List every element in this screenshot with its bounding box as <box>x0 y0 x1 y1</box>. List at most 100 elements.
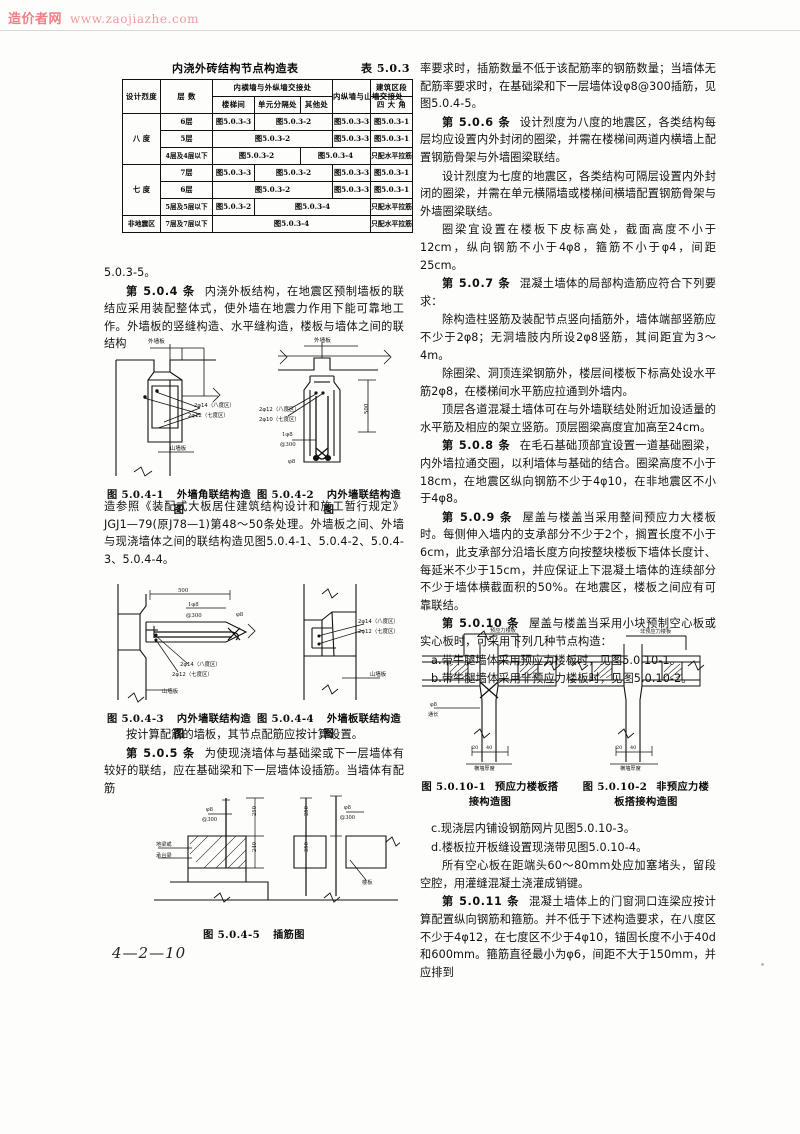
paragraph-503-5-cont: 5.0.3-5。 <box>104 266 156 279</box>
cell-corner: 图5.0.3-1 <box>370 164 414 182</box>
svg-text:2φ12（八度区）: 2φ12（八度区） <box>259 405 300 413</box>
clause-505-body: 为使现浇墙体与基础梁或下一层墙体有较好的联结，应在基础梁和下一层墙体设插筋。当墙… <box>104 746 404 795</box>
svg-text:240: 240 <box>252 842 258 852</box>
caption-5-0-4-2: 图 5.0.4-2 内外墙联结构造图 <box>254 486 404 516</box>
cell-floors: 7层及7层以下 <box>160 215 213 233</box>
clause-number-5011: 第 5.0.11 条 <box>442 895 520 909</box>
svg-text:20: 20 <box>616 745 622 751</box>
cell-stair: 图5.0.3-3 <box>212 164 255 182</box>
caption-5-0-4-3: 图 5.0.4-3 内外墙联结构造图 <box>104 710 254 740</box>
table-5-0-3-block: 内浇外砖结构节点构造表 表 5.0.3 设计烈度 层 数 内横墙与外纵墙交接处 … <box>122 60 414 233</box>
svg-text:2φ10（七度区）: 2φ10（七度区） <box>259 415 300 423</box>
svg-text:φ8: φ8 <box>288 459 296 465</box>
svg-text:250: 250 <box>252 806 258 816</box>
right-column-text-top: 率要求时，插筋数量不低于该配筋率的钢筋数量；当墙体无配筋率要求时，在基础梁和下一… <box>420 60 716 689</box>
svg-text:山墙板: 山墙板 <box>162 687 179 695</box>
caption-text-line1: 预应力楼板搭 <box>494 782 559 793</box>
paragraph-507-b: 除圈梁、洞顶连梁钢筋外，楼层间楼板下标高处设水平筋2φ8，在楼梯间水平筋应拉通到… <box>420 367 716 398</box>
clause-508-body: 在毛石基础顶部宜设置一道基础圈梁，内外墙拉通交圈，以利墙体与基础的结合。圈梁高度… <box>420 439 717 506</box>
left-column-text-lower: 按计算配筋的墙板，其节点配筋应按计算设置。 第 5.0.5 条为使现浇墙体与基础… <box>104 726 404 798</box>
cell-floors: 5层及5层以下 <box>160 198 213 216</box>
paragraph-ring-beam: 圈梁宜设置在楼板下皮标高处，截面高度不小于12cm，纵向钢筋不小于4φ8，箍筋不… <box>420 223 716 272</box>
caption-text: 外墙板联结构造图 <box>323 714 402 740</box>
figure-caption-row-2: 图 5.0.4-3 内外墙联结构造图 图 5.0.4-4 外墙板联结构造图 <box>104 710 404 740</box>
cell-corner: 图5.0.3-1 <box>370 130 414 148</box>
clause-number-509: 第 5.0.9 条 <box>442 510 513 524</box>
cell-corner: 图5.0.3-1 <box>370 181 414 199</box>
caption-text-line2: 板搭接构造图 <box>614 797 678 808</box>
caption-text-line1: 非预应力楼 <box>656 782 710 793</box>
cell-corner: 只配水平拉筋 <box>370 215 414 233</box>
svg-text:2φ14（八度区）: 2φ14（八度区） <box>180 660 221 668</box>
paragraph-clause-506: 第 5.0.6 条设计烈度为八度的地震区，各类结构每层均应设置内外封闭的圈梁，并… <box>420 114 716 167</box>
construction-node-table: 设计烈度 层 数 内横墙与外纵墙交接处 内纵墙与山墙交接处 建筑区段 楼梯间 单… <box>122 79 414 233</box>
figure-5-0-10-1: 预应力楼板 φ8 通长 20 40 横墙厚度 <box>422 622 564 772</box>
clause-number-507: 第 5.0.7 条 <box>442 277 511 291</box>
cell-floors: 5层 <box>160 130 213 148</box>
paragraph-clause-509: 第 5.0.9 条屋盖与楼盖当采用整间预应力大楼板时。每侧伸入墙内的支承部分不少… <box>420 509 716 615</box>
cell-unit: 图5.0.3-2 <box>253 113 334 131</box>
svg-text:横墙厚度: 横墙厚度 <box>474 764 495 772</box>
svg-text:外墙板: 外墙板 <box>148 337 165 345</box>
svg-text:山墙板: 山墙板 <box>370 670 387 678</box>
cell-stair: 图5.0.3-2 <box>212 198 255 216</box>
svg-text:横墙厚度: 横墙厚度 <box>620 764 641 772</box>
paragraph-504-cont: 造参照《装配式大板居住建筑结构设计和施工暂行规定》JGJ1—79(原J78—1)… <box>104 500 404 566</box>
cell-gable: 图5.0.3-3 <box>332 181 372 199</box>
clause-5011-body: 混凝土墙体上的门窗洞口连梁应按计算配置纵向钢筋和箍筋。并不低于下述构造要求，在八… <box>420 895 716 979</box>
scan-artifact-dot <box>761 963 764 966</box>
svg-text:1φ8: 1φ8 <box>282 432 293 438</box>
svg-text:φ8: φ8 <box>430 702 437 708</box>
svg-text:250: 250 <box>304 806 310 816</box>
list-item-b: b.带牛腿墙体采用非预应力楼板时，见图5.0.10-2。 <box>431 672 693 686</box>
watermark-site-name: 造价者网 <box>8 12 63 27</box>
cell-corner: 只配水平拉筋 <box>370 198 414 216</box>
svg-text:1φ8: 1φ8 <box>188 602 199 608</box>
cell-stair: 图5.0.3-2 <box>211 181 334 199</box>
paragraph-clause-505: 第 5.0.5 条为使现浇墙体与基础梁或下一层墙体有较好的联结，应在基础梁和下一… <box>104 745 404 798</box>
svg-text:通长: 通长 <box>428 710 439 718</box>
clause-5010-body: 屋盖与楼盖当采用小块预制空心板或实心板时，可采用下列几种节点构造： <box>420 617 716 648</box>
cell-gable: 图5.0.3-3 <box>332 113 372 131</box>
table-row: 七 度 7层 图5.0.3-3 图5.0.3-2 图5.0.3-3 图5.0.3… <box>122 164 414 216</box>
th-intensity: 设计烈度 <box>122 79 161 114</box>
svg-text:φ8: φ8 <box>206 807 213 813</box>
clause-509-body: 屋盖与楼盖当采用整间预应力大楼板时。每侧伸入墙内的支承部分不少于2个，搁置长度不… <box>420 510 716 612</box>
header-divider <box>0 30 800 31</box>
caption-text: 内外墙联结构造图 <box>173 714 252 740</box>
svg-text:预应力楼板: 预应力楼板 <box>490 626 517 634</box>
cell-intensity-8: 八 度 <box>122 113 161 165</box>
paragraph-506-seven-degree: 设计烈度为七度的地震区，各类结构可隔层设置内外封闭的圈梁，并需在单元横隔墙或楼梯… <box>420 169 716 218</box>
page-number: 4—2—10 <box>112 944 187 962</box>
svg-text:500: 500 <box>178 588 189 594</box>
table-title-row: 内浇外砖结构节点构造表 表 5.0.3 <box>122 60 412 79</box>
caption-5-0-4-1: 图 5.0.4-1 外墙角联结构造图 <box>104 486 254 516</box>
figure-caption-row-1: 图 5.0.4-1 外墙角联结构造图 图 5.0.4-2 内外墙联结构造图 <box>104 486 404 516</box>
list-item-c: c.现浇层内铺设钢筋网片见图5.0.10-3。 <box>431 822 636 835</box>
svg-text:地梁或: 地梁或 <box>156 840 172 848</box>
caption-number: 图 5.0.4-3 <box>106 713 164 725</box>
cell-floors: 7层 <box>160 164 213 182</box>
svg-text:φ8: φ8 <box>344 805 351 811</box>
caption-5-0-4-4: 图 5.0.4-4 外墙板联结构造图 <box>254 710 404 740</box>
svg-text:@300: @300 <box>340 814 355 821</box>
left-column-text-mid: 造参照《装配式大板居住建筑结构设计和施工暂行规定》JGJ1—79(原J78—1)… <box>104 498 404 569</box>
clause-number-506: 第 5.0.6 条 <box>442 115 511 129</box>
caption-number: 图 5.0.10-1 <box>421 781 486 793</box>
svg-text:2φ14（八度区）: 2φ14（八度区） <box>194 401 235 409</box>
th-floors: 层 数 <box>160 79 213 114</box>
figure-caption-5-0-4-5: 图 5.0.4-5 插筋图 <box>104 926 404 941</box>
clause-504-body: 内浇外板结构，在地震区预制墙板的联结应采用装配整体式，使外墙在地震力作用下能可靠… <box>104 284 404 351</box>
th-gable: 内纵墙与山墙交接处 <box>332 79 403 114</box>
paragraph-clause-5010: 第 5.0.10 条屋盖与楼盖当采用小块预制空心板或实心板时，可采用下列几种节点… <box>420 615 716 650</box>
svg-text:φ8: φ8 <box>236 612 244 618</box>
cell-other: 图5.0.3-4 <box>299 147 372 165</box>
svg-text:20: 20 <box>472 745 478 751</box>
paragraph-clause-508: 第 5.0.8 条在毛石基础顶部宜设置一道基础圈梁，内外墙拉通交圈，以利墙体与基… <box>420 437 716 507</box>
caption-text: 内外墙联结构造图 <box>323 490 402 516</box>
caption-number: 图 5.0.4-1 <box>106 489 164 501</box>
cell-unit: 图5.0.3-4 <box>253 198 372 216</box>
svg-text:@300: @300 <box>186 612 202 619</box>
cell-gable: 图5.0.3-3 <box>332 164 372 182</box>
